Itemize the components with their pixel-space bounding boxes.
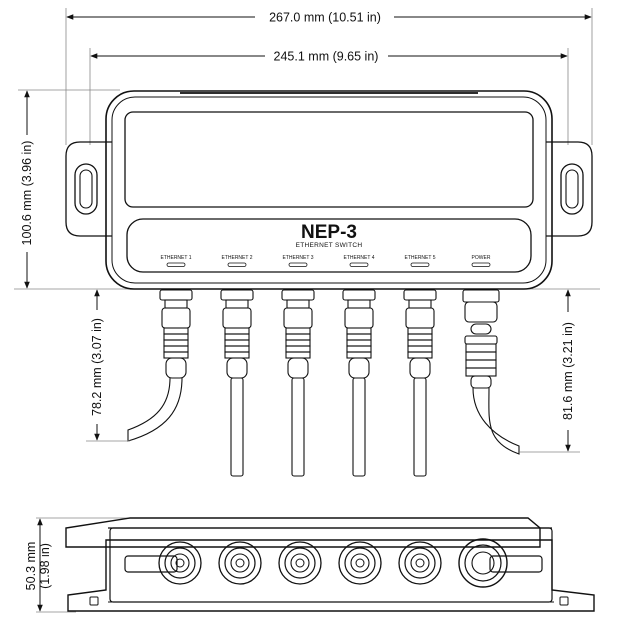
svg-text:ETHERNET 5: ETHERNET 5 — [404, 255, 435, 261]
right-cable-dimension: 81.6 mm (3.21 in) — [520, 289, 580, 453]
side-port-3 — [278, 541, 322, 585]
side-cable-right — [489, 555, 543, 573]
depth-dimension: 50.3 mm (1.98 in) — [24, 517, 140, 613]
led-indicator — [166, 262, 186, 267]
device-lid — [124, 111, 534, 208]
body-width-label: 245.1 mm (9.65 in) — [274, 50, 379, 64]
led-indicator — [410, 262, 430, 267]
device-body — [105, 90, 553, 290]
power-connector — [462, 289, 520, 455]
ethernet-connector-4 — [342, 289, 376, 477]
side-port-2 — [218, 541, 262, 585]
port-label-5: ETHERNET 5 — [404, 255, 436, 267]
label-panel — [126, 218, 532, 273]
overall-width-dimension: 267.0 mm (10.51 in) — [65, 8, 593, 145]
led-indicator — [349, 262, 369, 267]
body-width-dimension: 245.1 mm (9.65 in) — [89, 48, 569, 145]
left-cable-dimension: 78.2 mm (3.07 in) — [86, 289, 130, 442]
svg-text:ETHERNET 1: ETHERNET 1 — [160, 255, 191, 261]
led-indicator — [288, 262, 308, 267]
side-cable-left — [124, 555, 178, 573]
ethernet-connector-5 — [403, 289, 437, 477]
port-label-1: ETHERNET 1 — [160, 255, 192, 267]
side-port-power — [458, 538, 508, 588]
depth-label-in: (1.98 in) — [38, 543, 52, 589]
left-mounting-slot — [74, 163, 98, 215]
right-mounting-slot — [560, 163, 584, 215]
side-port-1 — [158, 541, 202, 585]
model-subtitle: ETHERNET SWITCH — [296, 242, 363, 249]
left-cable-label: 78.2 mm (3.07 in) — [90, 318, 104, 416]
depth-label-mm: 50.3 mm — [24, 542, 38, 591]
ethernet-connector-3 — [281, 289, 315, 477]
cable-connectors — [127, 289, 520, 477]
port-label-2: ETHERNET 2 — [221, 255, 253, 267]
led-indicator — [471, 262, 491, 267]
device-top-view: NEP-3 ETHERNET SWITCH ETHERNET 1 ETHERNE… — [65, 90, 593, 290]
side-port-5 — [398, 541, 442, 585]
height-label: 100.6 mm (3.96 in) — [20, 141, 34, 246]
ethernet-connector-1 — [127, 289, 193, 442]
svg-text:ETHERNET 3: ETHERNET 3 — [282, 255, 313, 261]
side-port-4 — [338, 541, 382, 585]
overall-width-label: 267.0 mm (10.51 in) — [269, 11, 381, 25]
side-ports — [158, 538, 508, 588]
ethernet-connector-2 — [220, 289, 254, 477]
svg-text:POWER: POWER — [472, 255, 491, 261]
model-title: NEP-3 — [301, 222, 357, 243]
device-side-view — [65, 517, 595, 612]
port-label-4: ETHERNET 4 — [343, 255, 375, 267]
port-label-power: POWER — [472, 255, 491, 267]
svg-text:ETHERNET 2: ETHERNET 2 — [221, 255, 252, 261]
led-indicator — [227, 262, 247, 267]
svg-text:ETHERNET 4: ETHERNET 4 — [343, 255, 374, 261]
port-label-3: ETHERNET 3 — [282, 255, 314, 267]
right-cable-label: 81.6 mm (3.21 in) — [561, 322, 575, 420]
